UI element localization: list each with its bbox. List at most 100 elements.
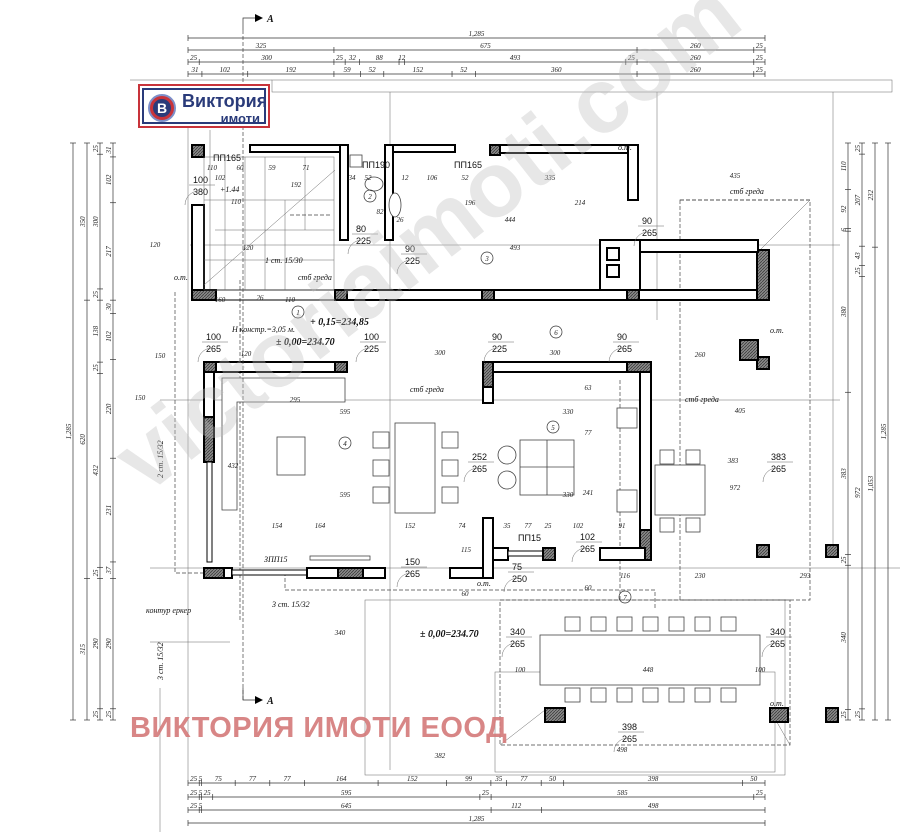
elevation-label: + 0,15=234,85: [310, 317, 369, 328]
interior-dimension: 241: [583, 489, 594, 497]
interior-dimension: 152: [405, 522, 416, 530]
interior-dimension: 448: [643, 666, 654, 674]
stair-note: 2 ст. 15/32: [156, 440, 165, 478]
dimension-value: 25: [336, 54, 344, 62]
dimension-value: 25: [482, 789, 490, 797]
dimension-value: 315: [79, 644, 87, 656]
door-width: 90: [492, 332, 502, 342]
chair: [616, 687, 633, 703]
dimension-value: 25: [756, 54, 764, 62]
interior-dimension: 595: [340, 408, 351, 416]
interior-dimension: 100: [515, 666, 526, 674]
dimension-value: 102: [105, 174, 113, 185]
door-width: 80: [356, 224, 366, 234]
section-marker-bottom: А: [242, 688, 274, 707]
interior-dimension: 60: [585, 584, 593, 592]
door-width: 340: [510, 627, 525, 637]
interior-dimension: 60: [237, 164, 245, 172]
interior-dimension: 106: [427, 174, 438, 182]
interior-dimension: 972: [730, 484, 741, 492]
interior-dimension: 164: [315, 522, 326, 530]
section-label: А: [266, 14, 274, 25]
interior-dimension: 300: [434, 349, 446, 357]
interior-dimension: 82: [377, 208, 385, 216]
interior-dimension: 154: [272, 522, 283, 530]
dimension-value: 75: [215, 775, 223, 783]
door-width: 100: [193, 175, 208, 185]
dimension-value: 207: [854, 194, 862, 205]
dimension-value: 25: [756, 789, 764, 797]
interior-dimension: 335: [544, 174, 556, 182]
height-note: Н констр.=3,05 м.: [231, 325, 295, 334]
interior-dimension: 295: [290, 396, 301, 404]
chair: [694, 687, 711, 703]
interior-dimension: 116: [620, 572, 630, 580]
room-number: 1: [296, 309, 300, 317]
dimension-value: 35: [494, 775, 503, 783]
interior-dimension: 498: [617, 746, 628, 754]
interior-dimension: 110: [231, 198, 241, 206]
dimension-value: 5: [199, 775, 203, 783]
door-width: 383: [771, 452, 786, 462]
elevation-label: ± 0,00=234.70: [420, 629, 479, 640]
chair: [590, 687, 607, 703]
interior-dimension: 71: [303, 164, 310, 172]
chair: [564, 687, 581, 703]
dimension-value: 92: [840, 205, 848, 213]
door-height: 265: [642, 228, 657, 238]
chair: [694, 616, 711, 632]
dimension-value: 25: [190, 789, 198, 797]
dimension-value: 260: [690, 66, 701, 74]
interior-dimension: 91: [619, 522, 626, 530]
dimension-value: 25: [92, 291, 100, 299]
dimension-value: 50: [750, 775, 758, 783]
interior-dimension: 34: [348, 174, 357, 182]
window-label: ПП165: [454, 160, 482, 170]
door-width: 100: [364, 332, 379, 342]
dimension-value: 25: [105, 710, 113, 718]
dimension-value: 1,053: [867, 475, 875, 491]
dimension-value: 43: [854, 252, 862, 260]
dimension-value: 25: [190, 802, 198, 810]
drain-note: о.т.: [174, 273, 188, 282]
interior-dimension: 340: [334, 629, 346, 637]
dimension-value: 25: [92, 569, 100, 577]
door-height: 265: [206, 344, 221, 354]
dimension-value: 25: [840, 556, 848, 564]
interior-dimension: 120: [243, 244, 254, 252]
dimension-value: 25: [756, 42, 764, 50]
room-3: 3: [480, 251, 494, 265]
interior-dimension: 102: [215, 174, 226, 182]
dimension-value: 290: [105, 638, 113, 649]
interior-dimension: 60: [462, 590, 470, 598]
interior-dimension: 25: [545, 522, 553, 530]
dimension-value: 260: [690, 42, 701, 50]
door-height: 225: [356, 236, 371, 246]
door-height: 225: [364, 344, 379, 354]
door-width: 100: [206, 332, 221, 342]
dimension-value: 77: [520, 775, 528, 783]
annotations: ПП165 ПП190 ПП165 ПП15 ЗПП15 +1.44 1 ст.…: [146, 143, 784, 708]
dimension-value: 325: [255, 42, 267, 50]
room-1: 1: [291, 305, 305, 319]
stair-note: 1 ст. 15/30: [265, 256, 303, 265]
interior-dimension: 59: [269, 164, 277, 172]
chair: [642, 616, 659, 632]
room-number: 4: [343, 440, 347, 448]
staircase: [203, 156, 336, 291]
interior-dimension: 260: [695, 351, 706, 359]
door-height: 265: [405, 569, 420, 579]
walls: [191, 144, 839, 723]
interior-dimension: 100: [755, 666, 766, 674]
interior-dimension: 432: [228, 462, 239, 470]
dimension-value: 340: [840, 632, 848, 644]
interior-dimension: 26: [397, 216, 405, 224]
door-width: 90: [642, 216, 652, 226]
interior-dimension: 196: [465, 199, 476, 207]
door-height: 265: [622, 734, 637, 744]
dimension-value: 585: [617, 789, 628, 797]
dimension-value: 31: [190, 66, 198, 74]
